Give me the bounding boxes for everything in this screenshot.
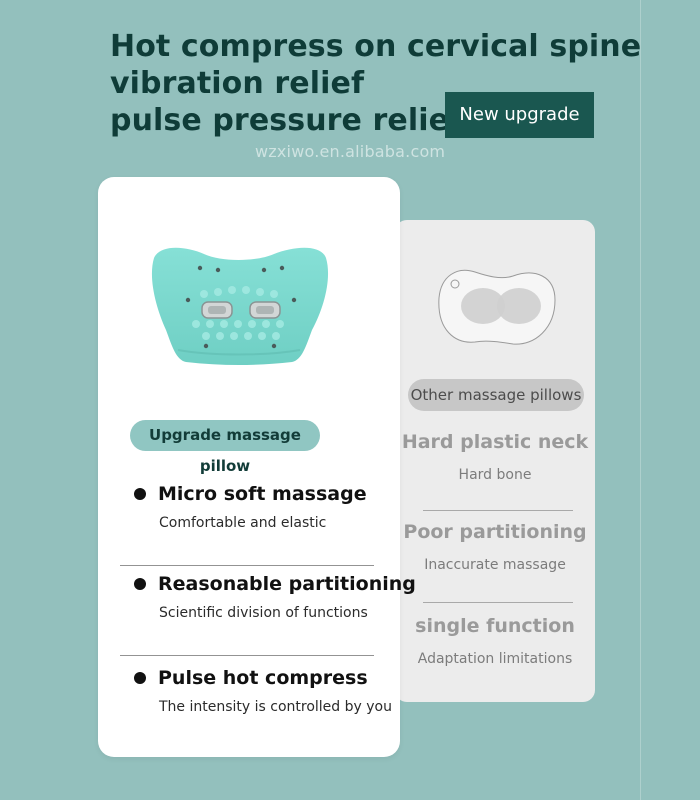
feature-pulse-hot-compress: Pulse hot compress The intensity is cont… <box>134 666 394 716</box>
feature-title: Micro soft massage <box>134 482 394 506</box>
headline-line-2: vibration relief <box>110 66 365 101</box>
other-divider <box>423 602 573 603</box>
headline: Hot compress on cervical spine vibration… <box>110 28 641 139</box>
sketch-right-node <box>497 288 541 324</box>
pillow-base-line <box>177 349 301 356</box>
headline-line-3: pulse pressure relief <box>110 103 463 138</box>
bullet-dot-icon <box>134 578 146 590</box>
other-item-subtitle: Hard bone <box>458 467 532 483</box>
headline-line-1: Hot compress on cervical spine <box>110 29 642 64</box>
feature-divider <box>120 655 374 656</box>
watermark-text: wzxiwo.en.alibaba.com <box>255 142 446 161</box>
feature-title: Pulse hot compress <box>134 666 394 690</box>
pillow-body <box>151 247 329 365</box>
other-item-poor-partitioning: Poor partitioning Inaccurate massage <box>400 520 590 574</box>
feature-subtitle: Comfortable and elastic <box>159 515 327 531</box>
feature-title: Reasonable partitioning <box>134 572 416 596</box>
other-divider <box>423 510 573 511</box>
other-item-single-function: single function Adaptation limitations <box>400 614 590 668</box>
teal-massage-pillow-image <box>151 247 329 365</box>
other-item-title: Hard plastic neck <box>401 431 589 453</box>
pillow-metal-studs <box>185 265 297 349</box>
sketch-left-node <box>461 288 505 324</box>
other-item-title: Poor partitioning <box>403 521 587 543</box>
other-item-hard-plastic-neck: Hard plastic neck Hard bone <box>400 430 590 484</box>
other-item-subtitle: Adaptation limitations <box>417 651 573 667</box>
feature-divider <box>120 565 374 566</box>
bullet-dot-icon <box>134 672 146 684</box>
sketch-button-icon <box>450 279 460 289</box>
other-massage-pillows-label: Other massage pillows <box>408 379 584 411</box>
feature-reasonable-partitioning: Reasonable partitioning Scientific divis… <box>134 572 416 622</box>
other-item-subtitle: Inaccurate massage <box>424 557 566 573</box>
other-massage-pillow-image <box>438 269 556 345</box>
upgrade-massage-pillow-label: Upgrade massage pillow <box>130 420 320 475</box>
pillow-heating-pads <box>201 301 281 319</box>
other-item-title: single function <box>415 615 575 637</box>
feature-subtitle: The intensity is controlled by you <box>159 699 392 715</box>
pillow-grip-dots <box>192 286 284 340</box>
new-upgrade-badge: New upgrade <box>445 92 594 138</box>
bullet-dot-icon <box>134 488 146 500</box>
feature-micro-soft-massage: Micro soft massage Comfortable and elast… <box>134 482 394 532</box>
feature-title-text: Pulse hot compress <box>158 667 368 689</box>
page-edge-line <box>640 0 641 800</box>
feature-title-text: Micro soft massage <box>158 483 367 505</box>
feature-title-text: Reasonable partitioning <box>158 573 416 595</box>
feature-subtitle: Scientific division of functions <box>159 605 368 621</box>
